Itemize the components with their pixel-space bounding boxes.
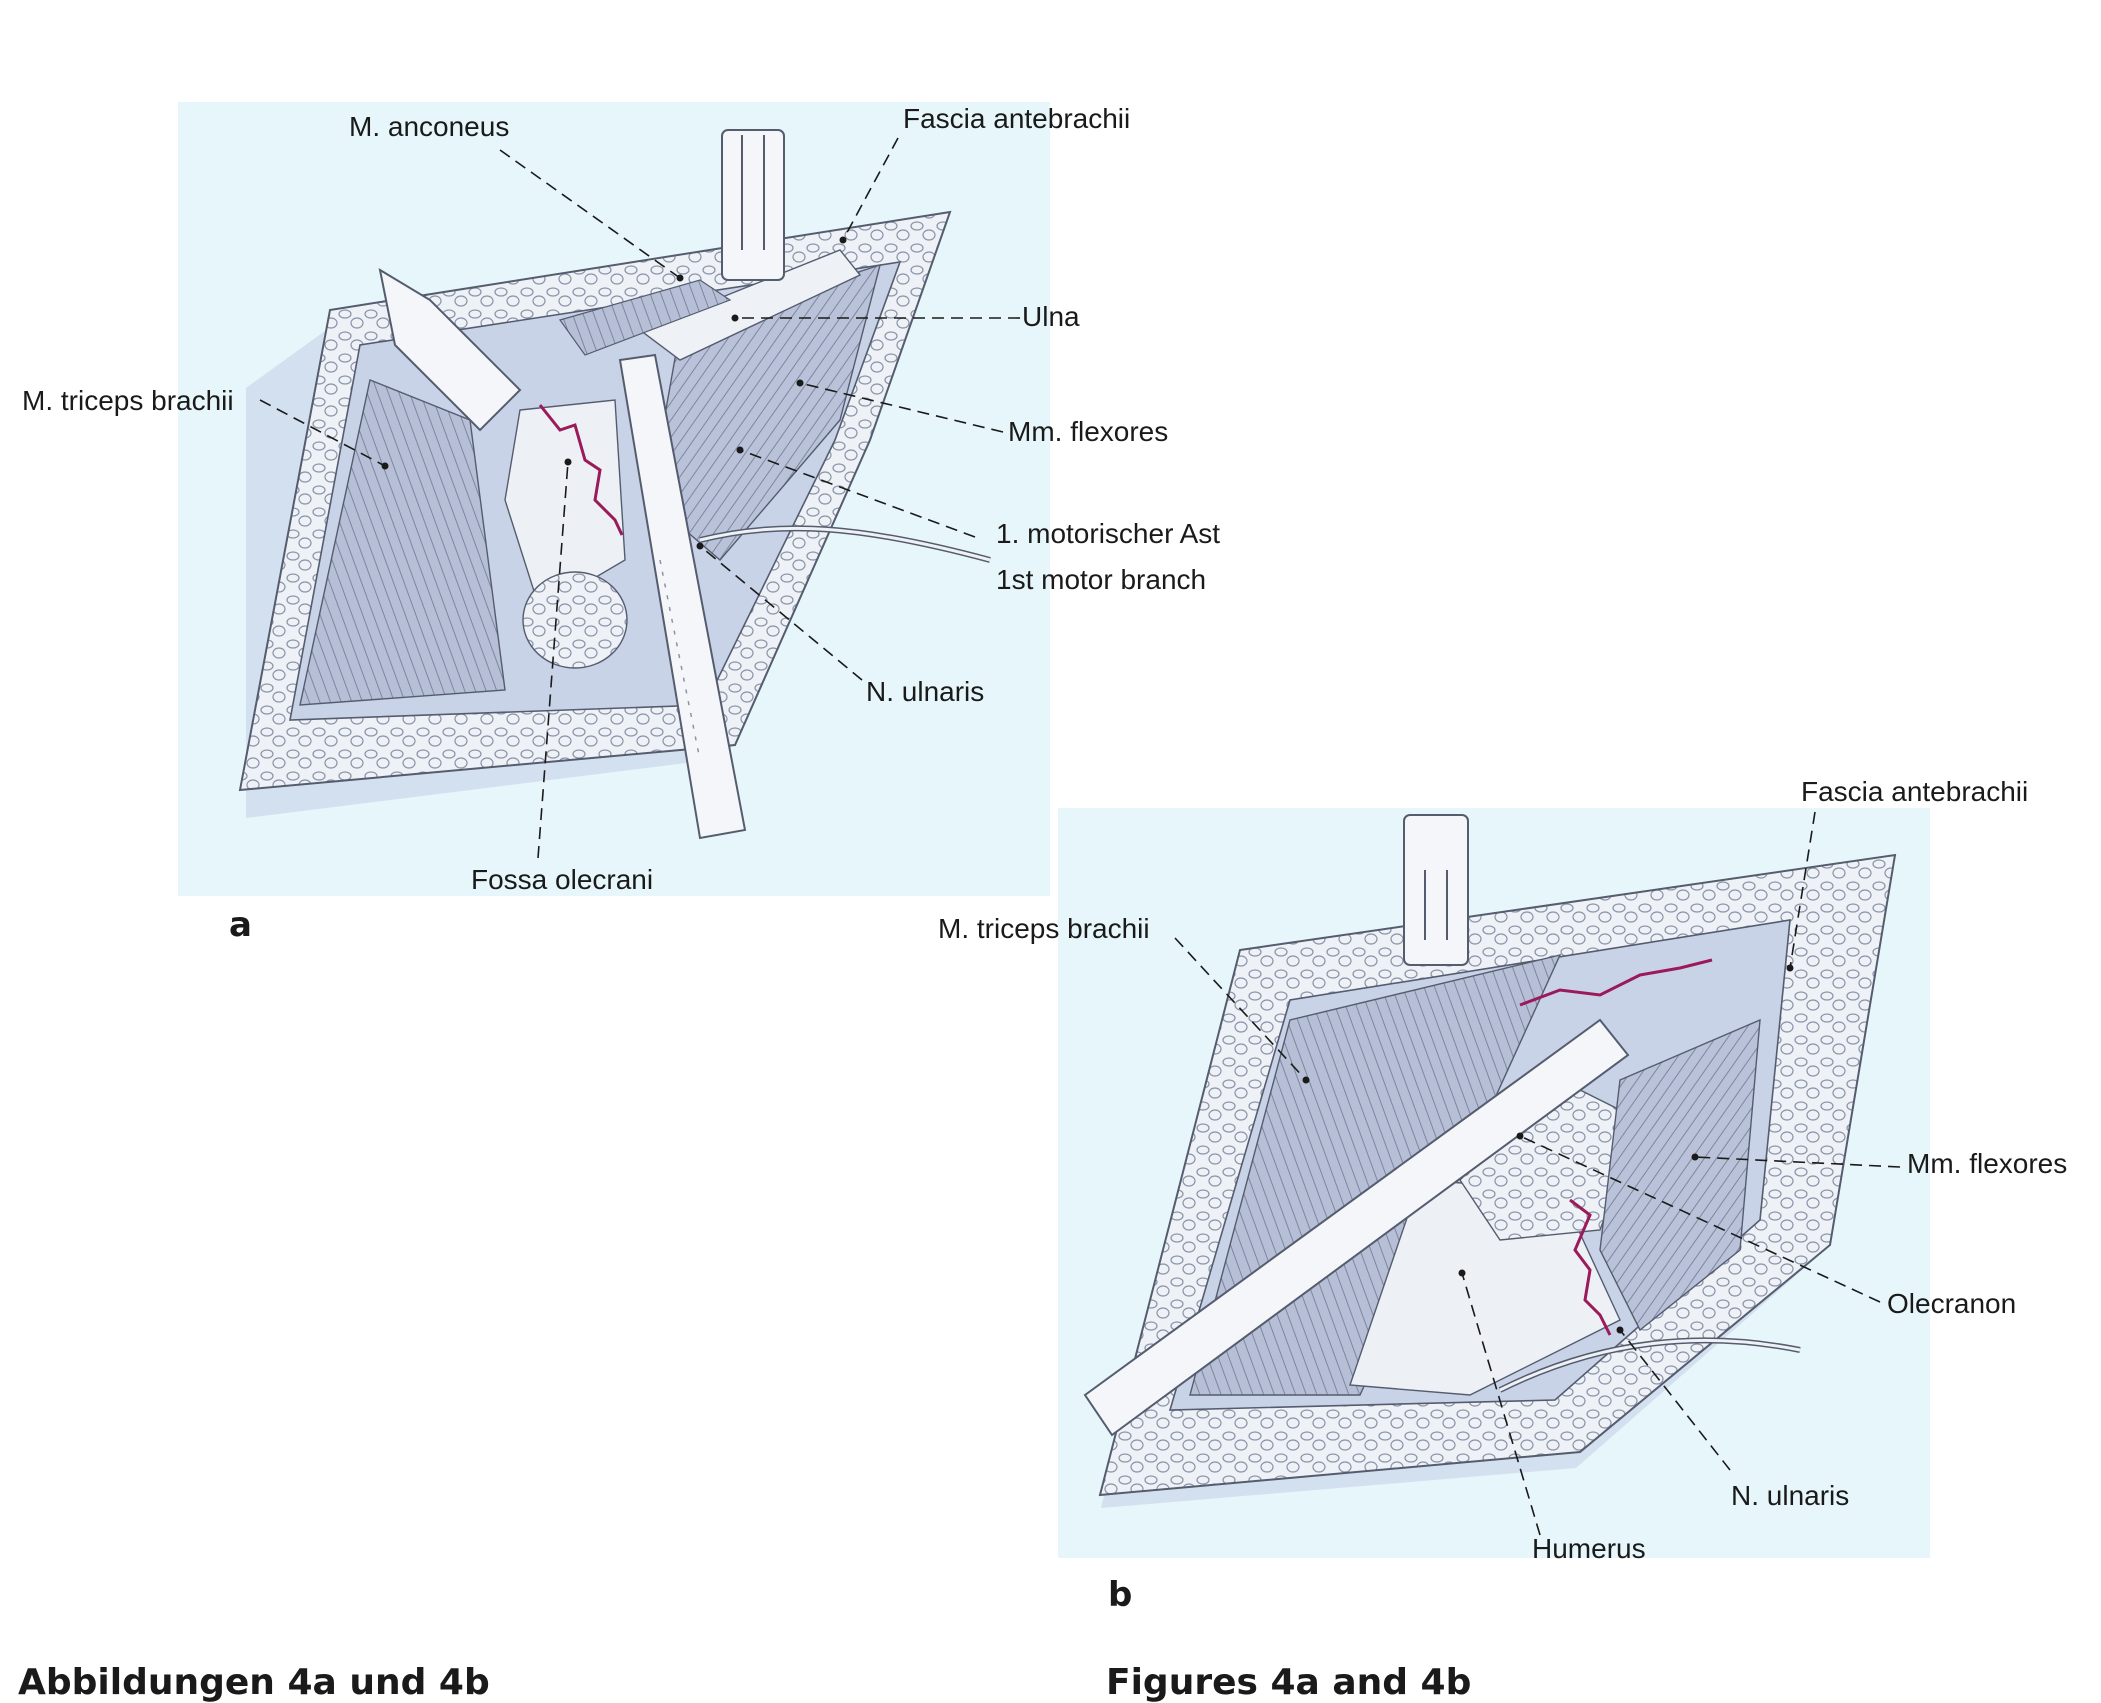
figure-a-drawing [238,129,1020,859]
figure-a-letter: a [229,905,252,945]
label-n-ulnaris-a: N. ulnaris [866,676,985,707]
label-olecranon: Olecranon [1887,1288,2017,1319]
label-fossa-olecrani: Fossa olecrani [471,864,654,895]
figure-b-drawing [1083,811,1901,1536]
label-motor-branch: 1st motor branch [996,564,1207,595]
label-fascia-antebrachii-a: Fascia antebrachii [903,103,1131,134]
label-fascia-antebrachii-b: Fascia antebrachii [1801,776,2029,807]
label-mm-flexores-a: Mm. flexores [1008,416,1169,447]
label-ulna: Ulna [1022,301,1080,332]
label-n-ulnaris-b: N. ulnaris [1731,1480,1850,1511]
caption-german: Abbildungen 4a und 4b [18,1662,490,1703]
label-motorischer-ast: 1. motorischer Ast [996,518,1221,549]
label-m-triceps-brachii-b: M. triceps brachii [938,913,1150,944]
label-m-anconeus: M. anconeus [349,111,510,142]
label-mm-flexores-b: Mm. flexores [1907,1148,2068,1179]
label-m-triceps-brachii-a: M. triceps brachii [22,385,234,416]
label-humerus: Humerus [1532,1533,1646,1564]
figure-b-letter: b [1108,1575,1133,1615]
caption-english: Figures 4a and 4b [1106,1662,1472,1703]
